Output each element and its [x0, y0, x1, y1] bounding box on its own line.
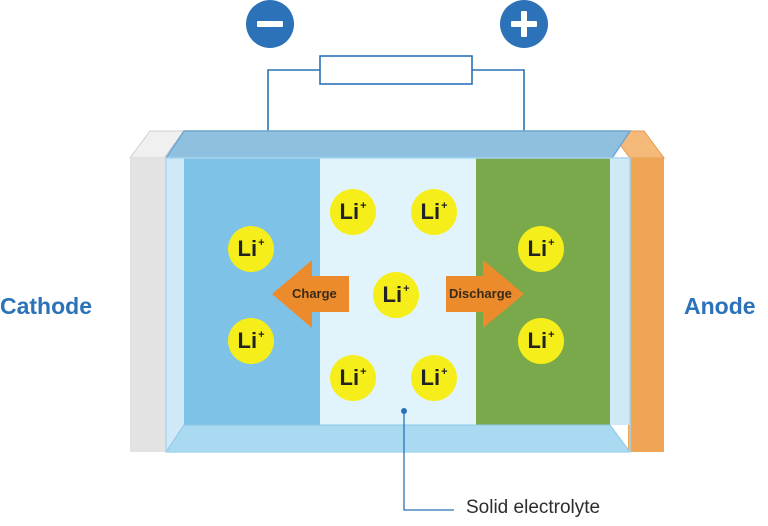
- lithium-ion: Li+: [373, 272, 419, 318]
- cathode-label: Cathode: [0, 293, 92, 319]
- negative-terminal-icon: [246, 0, 294, 48]
- resistor: [319, 55, 473, 85]
- lithium-ion: Li+: [411, 355, 457, 401]
- anode-collector: [628, 158, 664, 452]
- lithium-ion: Li+: [518, 318, 564, 364]
- lithium-ion: Li+: [330, 189, 376, 235]
- lithium-ion: Li+: [330, 355, 376, 401]
- battery-top: [166, 131, 630, 158]
- lithium-ion: Li+: [228, 226, 274, 272]
- solid-electrolyte-label: Solid electrolyte: [466, 497, 601, 518]
- electrolyte-leader-dot: [401, 408, 407, 414]
- anode-label: Anode: [684, 293, 756, 319]
- discharge-label: Discharge: [449, 286, 512, 301]
- cathode-collector: [130, 158, 166, 452]
- lithium-ion: Li+: [228, 318, 274, 364]
- charge-arrow: [272, 260, 349, 328]
- positive-terminal-icon: [500, 0, 548, 48]
- battery-bottom: [166, 425, 630, 452]
- electrolyte-leader-line: [403, 411, 454, 511]
- circuit-wire: [267, 69, 525, 131]
- lithium-ion: Li+: [518, 226, 564, 272]
- lithium-ion: Li+: [411, 189, 457, 235]
- minus-sign: [257, 21, 283, 27]
- plus-sign-vertical: [521, 11, 527, 37]
- charge-label: Charge: [292, 286, 337, 301]
- discharge-arrow: [446, 260, 524, 328]
